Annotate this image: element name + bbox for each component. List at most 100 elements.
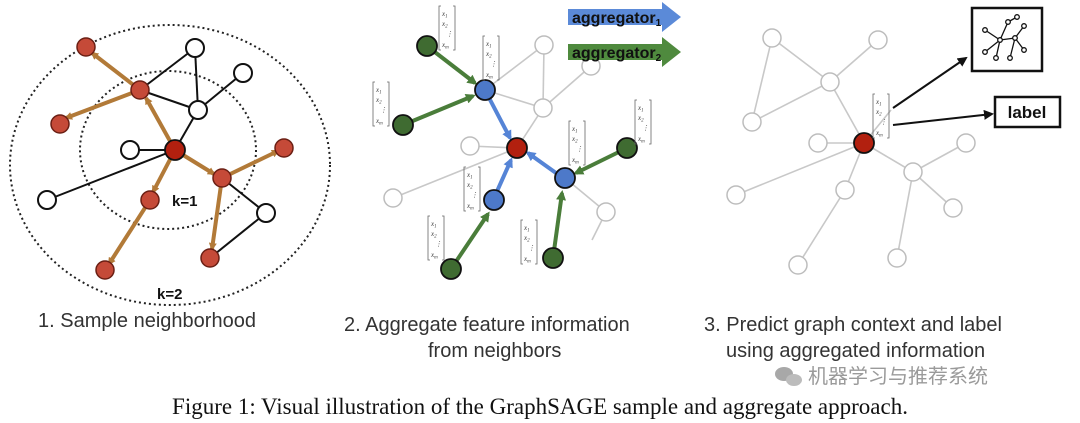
graph-node — [788, 255, 808, 275]
panel-predict: x1 x2 ⋮ xm — [704, 6, 1062, 362]
sampled-node — [140, 190, 160, 210]
hop1-node — [474, 79, 496, 101]
feature-vector: x1 x2 ⋮ xm — [568, 120, 586, 166]
hop1-node — [554, 167, 576, 189]
graph-node — [956, 133, 976, 153]
svg-text:⋮: ⋮ — [380, 106, 387, 114]
graph-node — [383, 188, 403, 208]
wechat-icon — [775, 367, 802, 386]
svg-text:x1: x1 — [430, 220, 437, 230]
feature-vector: x1 x2 ⋮ xm — [438, 5, 456, 51]
aggregator1-arrow: aggregator1 — [568, 2, 681, 32]
panel-sample-neighborhood: k=1 k=2 1. Sample neighborhood — [9, 24, 331, 332]
sampled-node — [212, 168, 232, 188]
graph-context-box — [970, 6, 1044, 73]
hop1-node — [483, 189, 505, 211]
svg-text:aggregator2: aggregator2 — [572, 45, 662, 64]
graph-node — [120, 140, 140, 160]
sampled-node — [200, 248, 220, 268]
graph-node — [742, 112, 762, 132]
svg-text:x2: x2 — [485, 50, 492, 60]
graph-node — [233, 63, 253, 83]
label-box: label — [993, 95, 1062, 129]
svg-text:x1: x1 — [571, 125, 578, 135]
svg-text:⋮: ⋮ — [490, 60, 497, 68]
label-text: label — [1008, 103, 1047, 122]
svg-text:⋮: ⋮ — [642, 124, 649, 132]
svg-text:xm: xm — [485, 71, 493, 81]
svg-text:x1: x1 — [523, 224, 530, 234]
feature-vector: x1 x2 ⋮ xm — [372, 81, 390, 127]
svg-text:⋮: ⋮ — [435, 240, 442, 248]
panel3-caption-line2: using aggregated information — [726, 340, 985, 362]
panel3-gray-edges — [735, 37, 967, 266]
svg-text:x2: x2 — [430, 230, 437, 240]
graph-node — [762, 28, 782, 48]
graph-node — [533, 98, 553, 118]
sampled-node — [274, 138, 294, 158]
panel-aggregate: x1 x2 ⋮ xm x1 x2 ⋮ xm x1 x2 ⋮ xm x1 — [344, 2, 681, 362]
svg-text:x2: x2 — [441, 20, 448, 30]
svg-text:x1: x1 — [441, 10, 448, 20]
svg-text:xm: xm — [523, 255, 531, 265]
graph-node — [596, 202, 616, 222]
svg-text:⋮: ⋮ — [880, 118, 887, 126]
svg-text:x2: x2 — [375, 96, 382, 106]
svg-text:aggregator1: aggregator1 — [572, 10, 662, 29]
svg-text:⋮: ⋮ — [446, 30, 453, 38]
svg-text:x2: x2 — [523, 234, 530, 244]
hop2-node — [616, 137, 638, 159]
graph-node — [726, 185, 746, 205]
context-arrow — [892, 56, 968, 109]
target-node — [506, 137, 528, 159]
sampled-node — [130, 80, 150, 100]
aggregator2-arrow: aggregator2 — [568, 37, 681, 67]
panel2-hop2-arrows — [402, 44, 628, 271]
svg-text:xm: xm — [466, 202, 474, 212]
watermark-text: 机器学习与推荐系统 — [808, 364, 988, 388]
k1-circle — [79, 70, 257, 230]
sampled-node — [50, 114, 70, 134]
graph-node — [868, 30, 888, 50]
feature-vector: x1 x2 ⋮ xm — [634, 99, 652, 145]
graph-node — [903, 162, 923, 182]
graph-node — [887, 248, 907, 268]
svg-text:xm: xm — [637, 135, 645, 145]
panel3-caption-line1: 3. Predict graph context and label — [704, 314, 1002, 336]
figure-caption: Figure 1: Visual illustration of the Gra… — [172, 394, 908, 419]
graph-node — [37, 190, 57, 210]
graph-node — [820, 72, 840, 92]
svg-text:x2: x2 — [571, 135, 578, 145]
mini-graph-icon — [982, 14, 1027, 61]
graph-node — [835, 180, 855, 200]
watermark: 机器学习与推荐系统 — [775, 364, 988, 388]
panel1-caption: 1. Sample neighborhood — [38, 310, 256, 332]
hop2-node — [416, 35, 438, 57]
svg-text:xm: xm — [375, 117, 383, 127]
graph-node — [185, 38, 205, 58]
panel2-feature-vectors: x1 x2 ⋮ xm x1 x2 ⋮ xm x1 x2 ⋮ xm x1 — [372, 5, 652, 265]
feature-vector: x1 x2 ⋮ xm — [520, 219, 538, 265]
sampled-node — [76, 37, 96, 57]
svg-text:xm: xm — [875, 129, 883, 139]
svg-text:⋮: ⋮ — [528, 244, 535, 252]
graph-node — [943, 198, 963, 218]
feature-vector: x1 x2 ⋮ xm — [463, 166, 481, 212]
feature-vector: x1 x2 ⋮ xm — [427, 215, 445, 261]
graph-node — [460, 136, 480, 156]
svg-text:x2: x2 — [875, 108, 882, 118]
target-node — [164, 139, 186, 161]
hop2-node — [440, 258, 462, 280]
k2-circle — [9, 24, 331, 306]
svg-text:x2: x2 — [466, 181, 473, 191]
svg-text:xm: xm — [441, 41, 449, 51]
k2-label: k=2 — [157, 286, 182, 303]
svg-text:x1: x1 — [875, 98, 882, 108]
graph-node — [188, 100, 208, 120]
k1-label: k=1 — [172, 193, 197, 210]
feature-vector: x1 x2 ⋮ xm — [482, 35, 500, 81]
graph-node — [808, 133, 828, 153]
svg-text:⋮: ⋮ — [471, 191, 478, 199]
label-arrow — [892, 109, 994, 126]
